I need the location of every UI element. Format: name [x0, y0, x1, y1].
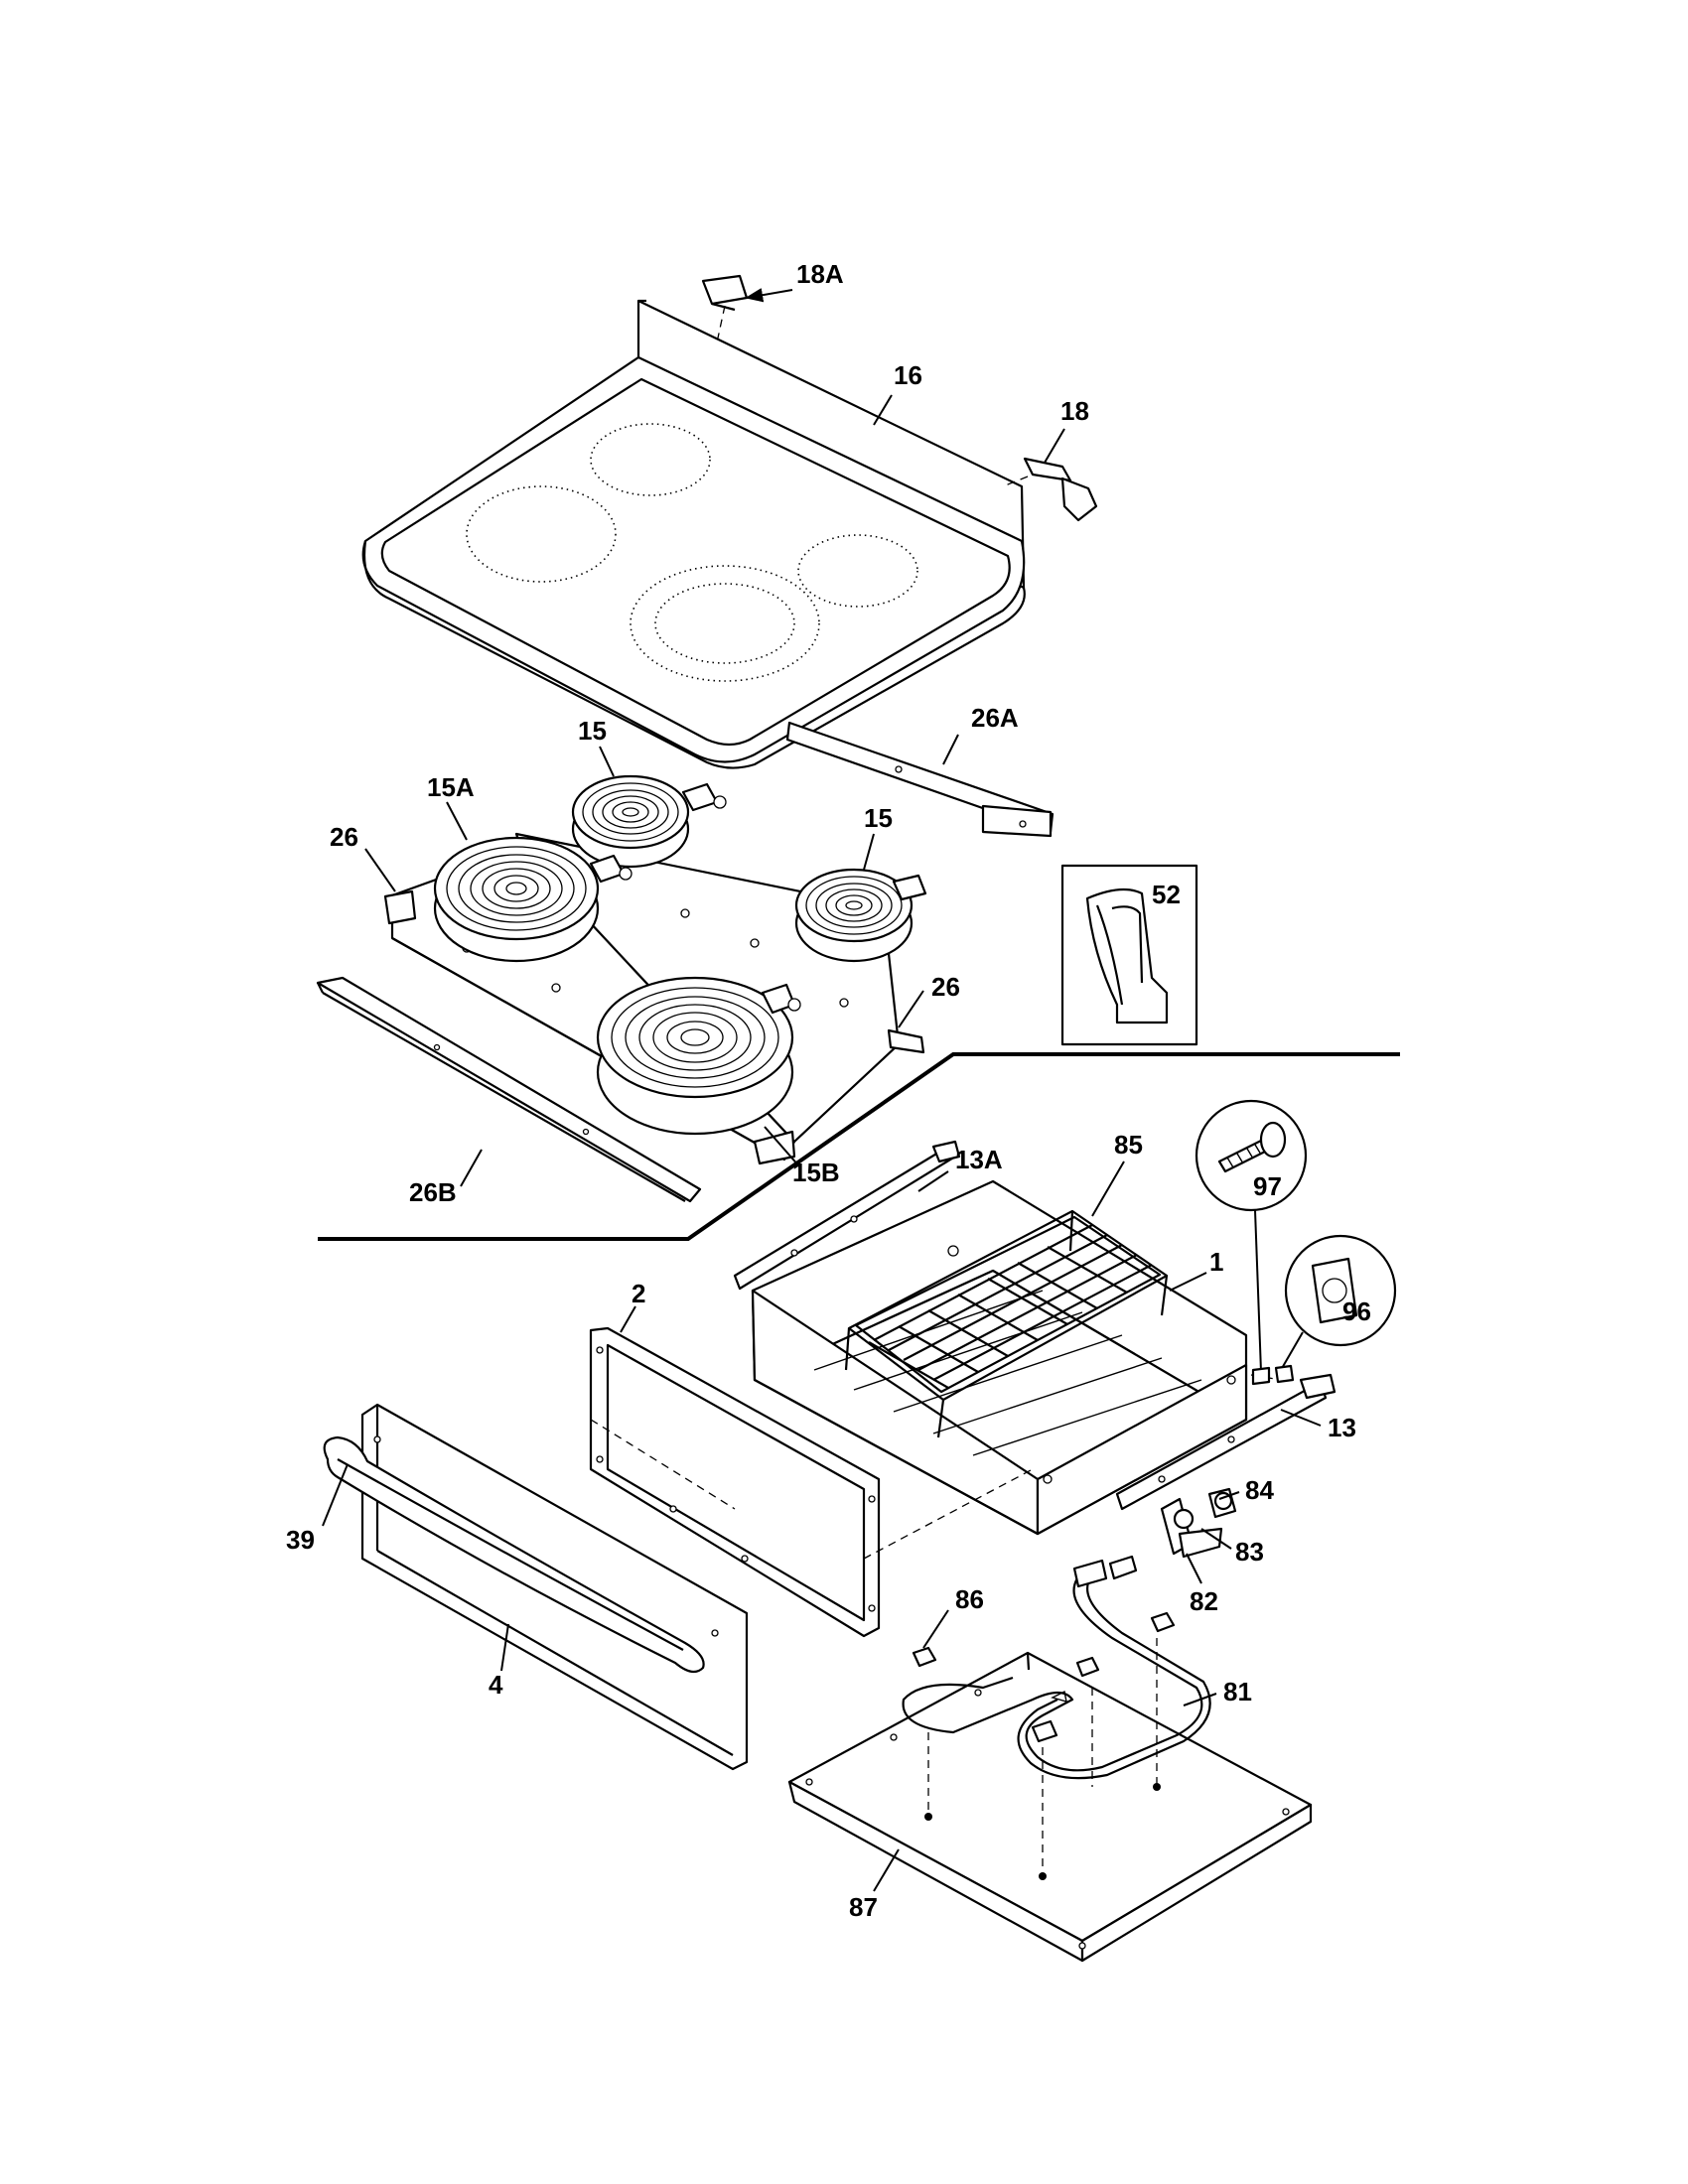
part-16-glass-cooktop	[361, 299, 1026, 769]
part-97-screw-detail	[1195, 1099, 1308, 1386]
callout-81: 81	[1223, 1677, 1252, 1706]
callout-86: 86	[955, 1584, 984, 1614]
callout-13A: 13A	[955, 1145, 1003, 1174]
section-divider-line	[318, 1052, 1400, 1241]
part-82-83-84-switch-assembly	[1160, 1487, 1237, 1559]
callout-16: 16	[894, 360, 922, 390]
callout-26B: 26B	[409, 1177, 457, 1207]
callout-leaders	[322, 288, 1322, 1892]
callout-15-right: 15	[864, 803, 893, 833]
part-18A-trim-bracket	[701, 274, 749, 343]
part-1-warmer-drawer-body	[751, 1179, 1248, 1536]
callout-82: 82	[1190, 1586, 1218, 1616]
callout-15-top: 15	[578, 716, 607, 746]
callout-87: 87	[849, 1892, 878, 1922]
part-13A-drawer-slide-left	[733, 1140, 961, 1291]
callout-15B: 15B	[792, 1158, 840, 1187]
part-13-drawer-slide-right	[1115, 1373, 1336, 1511]
callout-26-right: 26	[931, 972, 960, 1002]
callout-85: 85	[1114, 1130, 1143, 1160]
callout-96: 96	[1342, 1297, 1371, 1326]
part-81-warmer-element	[902, 1555, 1211, 1780]
part-96-clip-nut-detail	[1274, 1234, 1397, 1384]
part-18-trim-bracket	[1002, 457, 1098, 522]
callout-84: 84	[1245, 1475, 1274, 1505]
part-26A-support-rail	[785, 721, 1055, 838]
callout-2: 2	[632, 1279, 645, 1308]
callout-18: 18	[1060, 396, 1089, 426]
callout-97: 97	[1253, 1171, 1282, 1201]
part-86-element-clips	[912, 1611, 1176, 1743]
callout-13: 13	[1328, 1413, 1356, 1442]
part-26B-front-rail	[316, 976, 702, 1203]
callout-1: 1	[1209, 1247, 1223, 1277]
part-85-warmer-rack	[844, 1209, 1169, 1438]
callout-26A: 26A	[971, 703, 1019, 733]
part-39-drawer-handle	[323, 1435, 705, 1674]
callout-26-left: 26	[330, 822, 358, 852]
callout-83: 83	[1235, 1537, 1264, 1567]
part-52-inset-box	[1060, 864, 1198, 1046]
part-15A-surface-element-large-left	[433, 836, 633, 963]
callout-52: 52	[1152, 880, 1181, 909]
callout-39: 39	[286, 1525, 315, 1555]
callout-15A: 15A	[427, 772, 475, 802]
part-15-surface-element-small-right	[794, 868, 927, 963]
callout-4: 4	[489, 1670, 503, 1700]
part-15-surface-element-small-top	[571, 774, 727, 869]
part-2-drawer-inner-panel	[589, 1326, 1034, 1638]
callout-18A: 18A	[796, 259, 844, 289]
part-15B-surface-element-large-front	[596, 976, 801, 1136]
